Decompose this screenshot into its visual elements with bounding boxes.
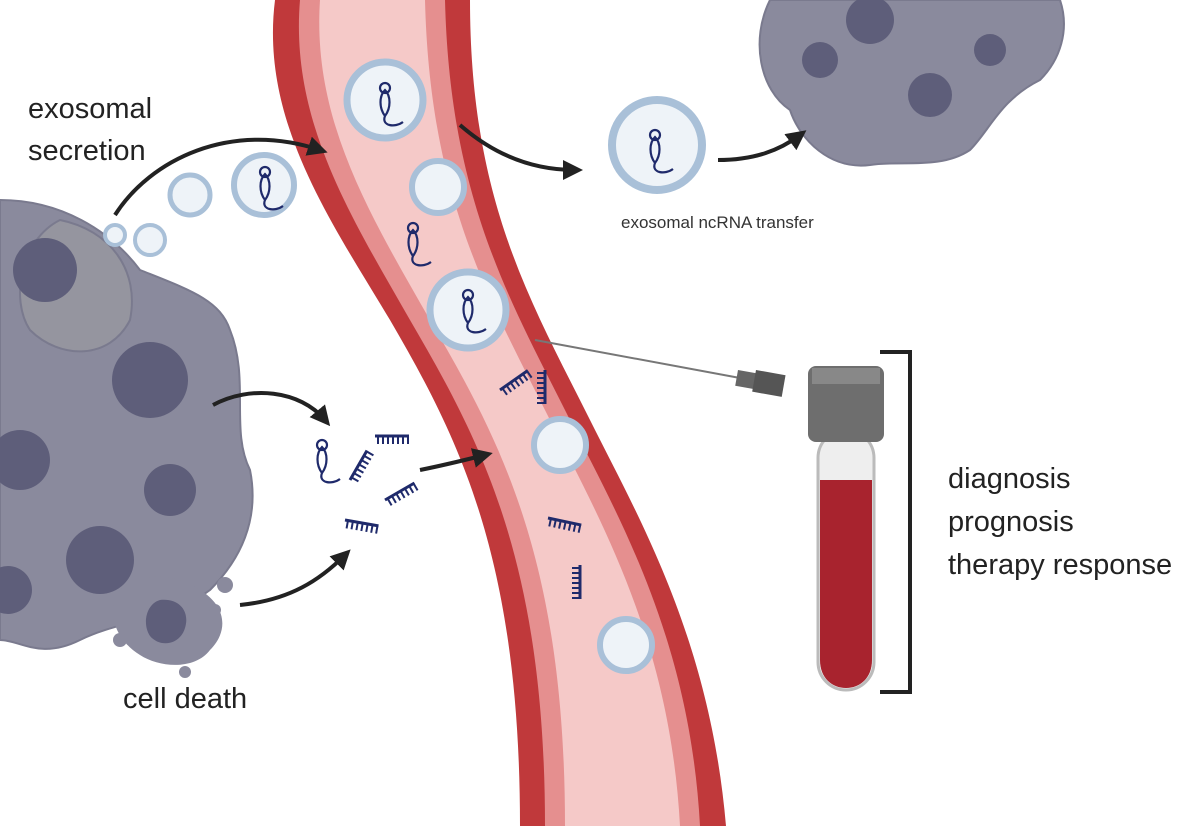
- blood-tube-icon: [808, 366, 884, 692]
- label-diagnosis: diagnosis: [948, 463, 1071, 495]
- apoptotic-cell-icon: [112, 576, 233, 678]
- syringe-needle-icon: [534, 339, 786, 397]
- tumor-cell-cluster-icon: [758, 0, 1065, 167]
- label-prognosis: prognosis: [948, 506, 1074, 538]
- label-exosomal: exosomal: [28, 93, 153, 125]
- label-therapy-response: therapy response: [948, 549, 1173, 581]
- tumor-cell-cluster-icon: [0, 198, 254, 650]
- process-arrows: [113, 123, 807, 607]
- label-exosomal-transfer: exosomal ncRNA transfer: [621, 213, 814, 232]
- exosome-icon: [103, 152, 297, 257]
- exosome-icon: [343, 58, 706, 674]
- label-secretion: secretion: [28, 135, 146, 167]
- bracket-icon: [880, 350, 912, 694]
- label-cell-death: cell death: [123, 683, 248, 715]
